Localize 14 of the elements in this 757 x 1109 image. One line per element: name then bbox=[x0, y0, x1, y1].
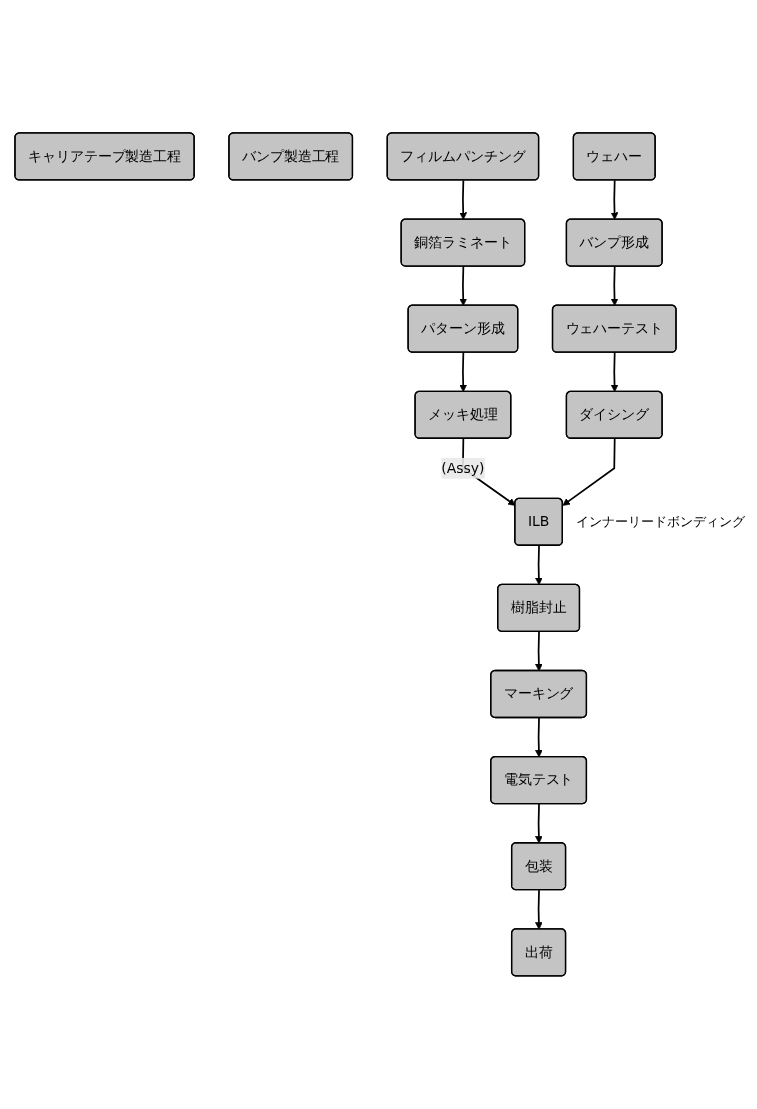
arrow bbox=[610, 265, 619, 307]
arrow bbox=[535, 717, 543, 758]
arrow bbox=[535, 889, 543, 930]
arrow bbox=[459, 265, 467, 307]
arrow bbox=[459, 179, 467, 220]
arrow bbox=[562, 437, 616, 506]
arrow bbox=[459, 351, 467, 393]
arrow bbox=[535, 803, 543, 844]
arrow bbox=[535, 544, 543, 586]
arrow bbox=[610, 179, 619, 220]
arrow bbox=[535, 631, 543, 672]
node-caption: インナーリードボンディング bbox=[576, 514, 746, 530]
edge-label: (Assy) bbox=[441, 459, 485, 477]
arrow bbox=[610, 351, 619, 393]
